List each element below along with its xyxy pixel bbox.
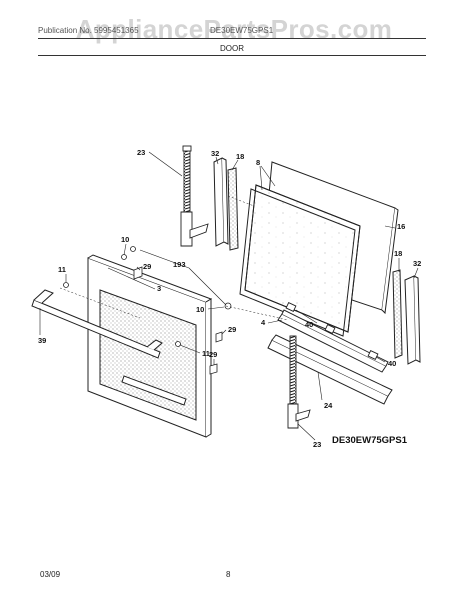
- callout-dash-lines: [59, 195, 289, 321]
- footer-page-number: 8: [226, 570, 231, 579]
- callout-24: 24: [324, 401, 333, 410]
- door-channel-left-32: [213, 157, 229, 247]
- header-rule-top: [38, 38, 426, 39]
- door-channel-right-18: [392, 269, 403, 359]
- door-trim-top-4: [277, 309, 389, 373]
- door-hinge-left-23: [180, 145, 209, 247]
- callout-18-left: 18: [236, 152, 244, 161]
- callout-8: 8: [256, 158, 260, 167]
- callout-29-bottom: 29: [209, 350, 217, 359]
- door-insulation-left-18: [227, 167, 239, 251]
- callout-3: 3: [157, 284, 161, 293]
- callout-29-right: 29: [228, 325, 236, 334]
- callout-18-right: 18: [394, 249, 402, 258]
- publication-number: Publication No. 5995451365: [38, 26, 139, 35]
- small-fasteners: [63, 246, 232, 375]
- callout-23-left: 23: [137, 148, 145, 157]
- callout-10-right: 10: [196, 305, 204, 314]
- header-rule-bottom: [38, 55, 426, 56]
- door-channel-right-32: [404, 275, 421, 365]
- callout-23-bottom: 23: [313, 440, 321, 449]
- callout-10-top: 10: [121, 235, 129, 244]
- model-code-label: DE30EW75GPS1: [332, 435, 407, 446]
- watermark-text: AppliancePartsPros.com: [75, 14, 393, 44]
- header-model: DE30EW75GPS1: [210, 26, 274, 35]
- section-title: DOOR: [220, 44, 244, 53]
- callout-193: 193: [173, 260, 186, 269]
- callout-39: 39: [38, 336, 46, 345]
- callout-32-left: 32: [211, 149, 219, 158]
- middle-glass-8: [239, 184, 361, 337]
- callout-32-right: 32: [413, 259, 421, 268]
- callout-4: 4: [261, 318, 266, 327]
- callout-40-top: 40: [305, 320, 313, 329]
- callout-leaders: [39, 151, 419, 441]
- callout-29-top: 29: [143, 262, 151, 271]
- callout-16: 16: [397, 222, 405, 231]
- callout-40-right: 40: [388, 359, 396, 368]
- door-hinge-right-23: [287, 335, 311, 429]
- callout-11-left: 11: [58, 265, 66, 274]
- trim-end-clips-40: [285, 301, 379, 361]
- door-handle-39: [31, 289, 163, 359]
- footer-date: 03/09: [40, 570, 61, 579]
- door-trim-bottom-24: [267, 334, 393, 405]
- callout-11-right: 11: [202, 349, 210, 358]
